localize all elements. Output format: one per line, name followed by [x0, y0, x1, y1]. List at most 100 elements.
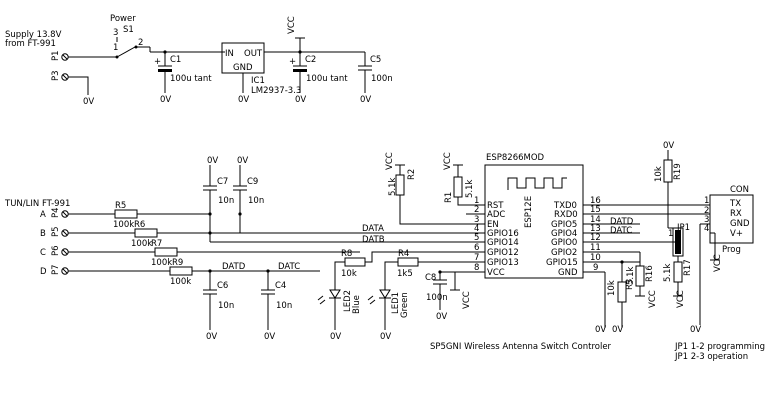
switch-label: Power [110, 14, 136, 24]
jumper-note-programming: JP1 1-2 programming [674, 342, 765, 352]
r7-value: 100k [151, 258, 172, 268]
gnd-label: 0V [83, 97, 94, 107]
esp-pin-num: 2 [474, 205, 479, 215]
c7-gnd: 0V [207, 156, 218, 166]
c5-value: 100n [371, 74, 393, 84]
c9-value: 10n [248, 196, 264, 206]
con-pin-num: 2 [704, 206, 709, 216]
c7-ref: C7 [217, 177, 228, 187]
esp-pin-num: 8 [474, 263, 479, 273]
con-pin-num: 1 [704, 196, 709, 206]
c6-ref: C6 [217, 281, 228, 291]
terminal-p5 [61, 229, 69, 237]
r9-ref: R9 [172, 258, 183, 268]
terminal-p1 [61, 53, 69, 61]
r8-value: 10k [341, 269, 357, 279]
switch-pin1: 1 [113, 43, 118, 53]
terminal-p7 [61, 267, 69, 275]
esp-pin-num: 1 [474, 196, 479, 206]
ic1-gnd: 0V [238, 95, 249, 105]
r19-ref: R19 [673, 163, 683, 180]
esp-pin-adc: ADC [487, 210, 505, 220]
esp-pin-gpio0: GPIO0 [551, 238, 577, 248]
c2-value: 100u tant [306, 74, 348, 84]
net-datd-esp: DATD [610, 217, 634, 227]
capacitor-c1: + [154, 52, 172, 93]
esp-pin-num: 10 [590, 253, 601, 263]
r16-value: 5.1k [626, 266, 636, 285]
esp-pin-rxd0: RXD0 [554, 210, 578, 220]
c2-gnd: 0V [295, 95, 306, 105]
r8-ref: R8 [341, 249, 352, 259]
c1-ref: C1 [170, 55, 181, 65]
esp-pin-gnd: GND [558, 268, 578, 278]
c8-ref: C8 [425, 273, 436, 283]
terminal-p3 [61, 73, 69, 81]
con-pin-tx: TX [729, 199, 741, 209]
led2-color: Blue [352, 295, 362, 314]
line-a-label: A [40, 210, 46, 220]
c4-gnd: 0V [264, 332, 275, 342]
c9-gnd: 0V [237, 156, 248, 166]
c8-value: 100n [426, 293, 448, 303]
c1-value: 100u tant [170, 74, 212, 84]
terminal-p6 [61, 248, 69, 256]
r17-value: 5.1k [663, 263, 673, 282]
p1-label: P1 [51, 50, 61, 61]
net-datb: DATB [362, 235, 385, 245]
con-sub: Prog [722, 245, 741, 255]
resistor-r1 [453, 176, 463, 198]
resistor-r17 [673, 261, 683, 283]
vcc-r16: VCC [648, 290, 658, 308]
r17-ref: R17 [683, 259, 693, 276]
esp-pin-num: 9 [593, 263, 598, 273]
esp-pin-num: 11 [590, 243, 601, 253]
jp1-ref: JP1 [676, 223, 690, 233]
r1-value: 5.1k [465, 179, 475, 198]
led2-ref: LED2 [343, 290, 353, 312]
ic1-in: IN [225, 49, 234, 59]
p6-label: P6 [51, 245, 61, 256]
resistor-r19 [663, 159, 673, 183]
line-d-label: D [40, 267, 47, 277]
ic1-part: LM2937-3.3 [251, 86, 301, 96]
p7-label: P7 [51, 264, 61, 275]
p5-label: P5 [51, 226, 61, 237]
esp-pin-num: 14 [590, 215, 601, 225]
esp-pin-num: 5 [474, 233, 479, 243]
c5-ref: C5 [370, 55, 381, 65]
resistor-r8 [344, 257, 366, 267]
esp-pin-num: 7 [474, 253, 479, 263]
vcc-r17: VCC [676, 290, 686, 308]
resistor-r7 [154, 247, 178, 257]
vcc-top: VCC [287, 16, 297, 34]
c8-gnd: 0V [436, 312, 447, 322]
line-c-label: C [40, 248, 46, 258]
led1-color: Green [400, 292, 410, 318]
esp-pin-num: 4 [474, 224, 479, 234]
esp-pin-gpio4: GPIO4 [551, 229, 577, 239]
con-title: CON [730, 185, 749, 195]
line-b-label: B [40, 229, 46, 239]
c6-gnd: 0V [206, 332, 217, 342]
jp1-pin1: 1 [668, 229, 673, 239]
power-switch [112, 37, 151, 59]
esp-pin-vcc: VCC [487, 268, 505, 278]
esp-pin-num: 12 [590, 233, 601, 243]
led2 [317, 289, 341, 330]
schematic-title: SP5GNI Wireless Antenna Switch Controler [430, 342, 612, 352]
ic1-gnd-pin: GND [233, 63, 253, 73]
con-pin-num: 3 [704, 215, 709, 225]
r4-ref: R4 [398, 249, 409, 259]
led2-gnd: 0V [330, 332, 341, 342]
r3-value: 10k [607, 280, 617, 296]
supply-source: from FT-991 [5, 39, 56, 49]
resistor-r4 [397, 257, 419, 267]
esp-pin-gpio16: GPIO16 [487, 229, 519, 239]
esp-pin-txd0: TXD0 [553, 201, 577, 211]
jumper-note-operation: JP1 2-3 operation [674, 352, 748, 362]
switch-pin2: 2 [138, 38, 143, 48]
esp8266-module [484, 164, 584, 279]
